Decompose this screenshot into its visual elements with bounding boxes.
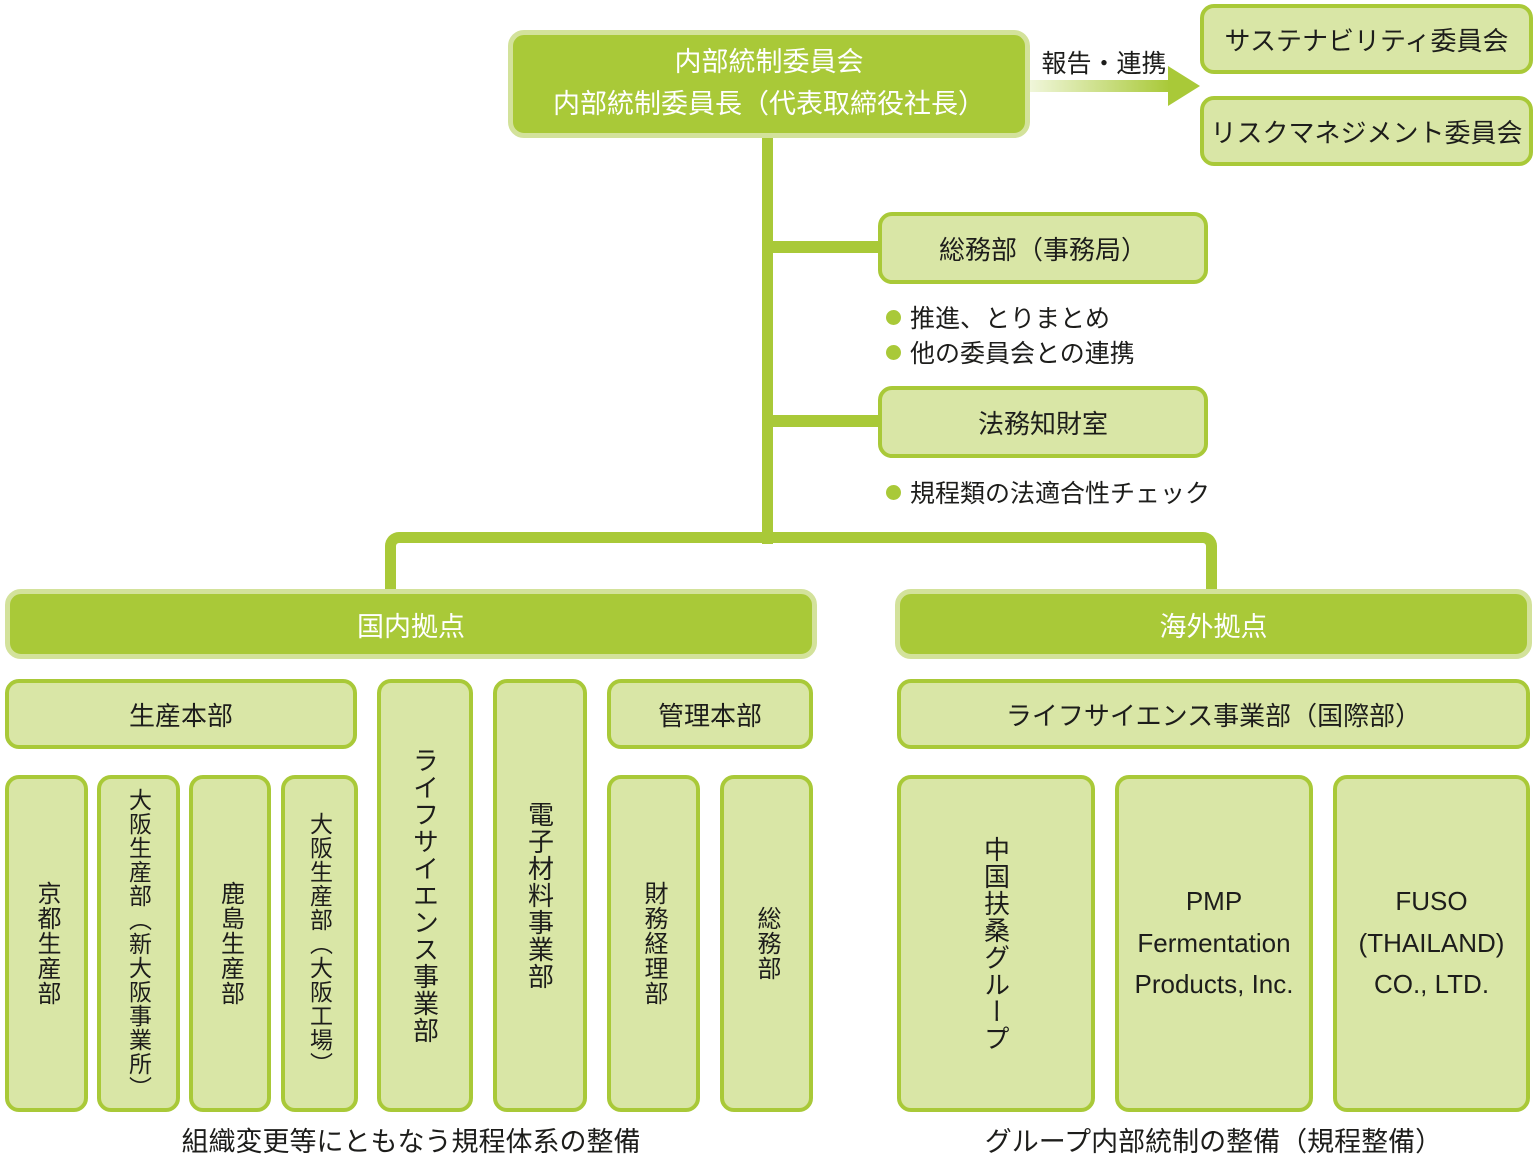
kashima-production-box: 鹿島生産部	[189, 775, 271, 1112]
overseas-bases-header: 海外拠点	[895, 589, 1532, 659]
internal-control-committee-box: 内部統制委員会 内部統制委員長（代表取締役社長）	[508, 30, 1030, 138]
secretariat-note-2-text: 他の委員会との連携	[910, 340, 1135, 368]
secretariat-note-2: 他の委員会との連携	[886, 334, 1135, 370]
domestic-bases-label: 国内拠点	[357, 611, 465, 642]
committee-line1: 内部統制委員会	[674, 47, 864, 78]
production-hq-label: 生産本部	[128, 700, 233, 731]
internal-control-committee-label: 内部統制委員会 内部統制委員長（代表取締役社長）	[553, 42, 985, 126]
life-science-division-label: ライフサイエンス事業部	[409, 747, 440, 1044]
osaka-production-osaka-plant-box: 大阪生産部（大阪工場）	[281, 775, 358, 1112]
legal-note-1-text: 規程類の法適合性チェック	[910, 480, 1211, 508]
risk-management-committee-label: リスクマネジメント委員会	[1210, 117, 1523, 148]
kyoto-production-box: 京都生産部	[5, 775, 88, 1112]
life-science-international-label: ライフサイエンス事業部（国際部）	[1005, 700, 1422, 731]
legal-note-1: 規程類の法適合性チェック	[886, 474, 1210, 510]
finance-accounting-box: 財務経理部	[607, 775, 700, 1112]
fuso-thailand-label: FUSO (THAILAND) CO., LTD.	[1358, 886, 1505, 1000]
report-arrow-shaft	[1030, 80, 1170, 92]
kashima-production-label: 鹿島生産部	[216, 881, 244, 1006]
electronic-materials-division-label: 電子材料事業部	[524, 801, 555, 990]
finance-accounting-label: 財務経理部	[640, 881, 667, 1006]
bullet-dot-icon	[886, 309, 901, 325]
life-science-international-box: ライフサイエンス事業部（国際部）	[897, 679, 1530, 749]
report-arrow-head-icon	[1168, 66, 1200, 106]
bullet-dot-icon	[886, 344, 901, 360]
domestic-bases-header: 国内拠点	[5, 589, 817, 659]
sustainability-committee-label: サステナビリティ委員会	[1224, 25, 1509, 56]
china-fuso-group-label: 中国扶桑グループ	[980, 835, 1011, 1052]
trunk-line	[762, 136, 773, 544]
osaka-production-shin-osaka-box: 大阪生産部（新大阪事業所）	[97, 775, 180, 1112]
secretariat-note-1-text: 推進、とりまとめ	[910, 305, 1111, 333]
report-arrow-label: 報告・連携	[1041, 50, 1167, 78]
sustainability-committee-box: サステナビリティ委員会	[1200, 4, 1533, 74]
kyoto-production-label: 京都生産部	[33, 881, 60, 1006]
electronic-materials-division-box: 電子材料事業部	[493, 679, 587, 1112]
risk-management-committee-box: リスクマネジメント委員会	[1200, 96, 1533, 166]
pmp-fermentation-label: PMP Fermentation Products, Inc.	[1134, 886, 1294, 1000]
production-hq-box: 生産本部	[5, 679, 357, 749]
bullet-dot-icon	[886, 484, 901, 500]
stub-legal-line	[762, 415, 880, 427]
stub-secretariat-line	[762, 241, 880, 253]
osaka-production-shin-osaka-label: 大阪生産部（新大阪事業所）	[125, 787, 152, 1100]
general-affairs-secretariat-box: 総務部（事務局）	[878, 212, 1208, 284]
overseas-caption: グループ内部統制の整備（規程整備）	[984, 1127, 1443, 1157]
domestic-caption: 組織変更等にともなう規程体系の整備	[181, 1127, 641, 1157]
admin-hq-label: 管理本部	[657, 700, 762, 731]
life-science-division-box: ライフサイエンス事業部	[377, 679, 473, 1112]
pmp-fermentation-box: PMP Fermentation Products, Inc.	[1115, 775, 1313, 1112]
secretariat-note-1: 推進、とりまとめ	[886, 299, 1110, 335]
legal-ip-office-label: 法務知財室	[977, 408, 1108, 439]
committee-line2: 内部統制委員長（代表取締役社長）	[553, 89, 985, 119]
fuso-thailand-box: FUSO (THAILAND) CO., LTD.	[1333, 775, 1530, 1112]
branch-connector	[385, 532, 1217, 589]
overseas-bases-label: 海外拠点	[1159, 611, 1268, 642]
general-affairs-dept-box: 総務部	[720, 775, 813, 1112]
legal-ip-office-box: 法務知財室	[878, 386, 1208, 458]
general-affairs-secretariat-label: 総務部（事務局）	[938, 234, 1147, 265]
china-fuso-group-box: 中国扶桑グループ	[897, 775, 1095, 1112]
general-affairs-dept-label: 総務部	[753, 906, 780, 981]
osaka-production-osaka-plant-label: 大阪生産部（大阪工場）	[306, 811, 333, 1076]
admin-hq-box: 管理本部	[607, 679, 813, 749]
